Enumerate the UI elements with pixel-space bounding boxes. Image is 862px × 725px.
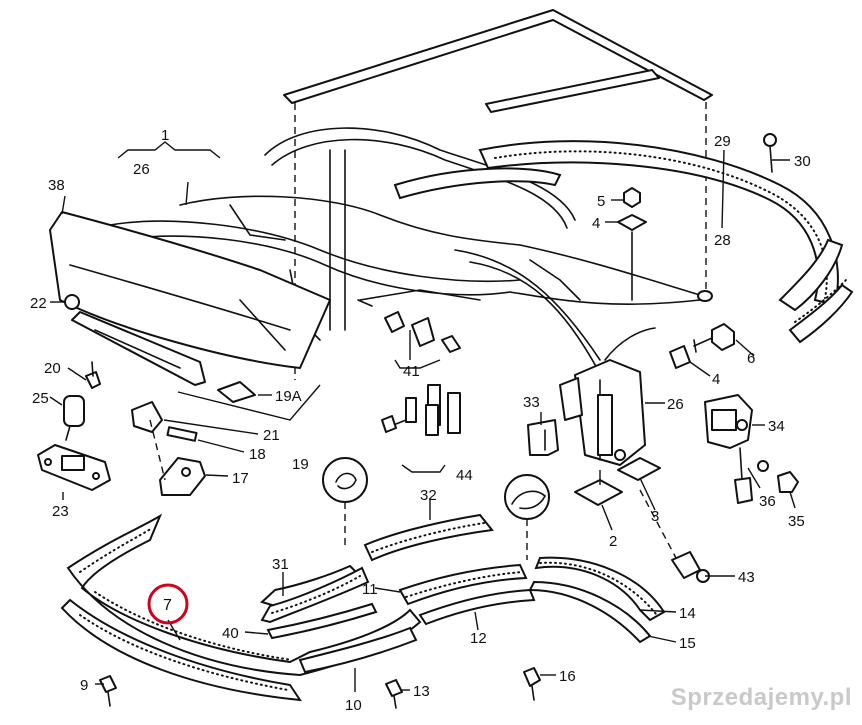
callout-41: 41	[403, 363, 420, 380]
callout-3: 3	[651, 508, 659, 525]
callout-36: 36	[759, 493, 776, 510]
highlight-ring	[147, 583, 189, 625]
callout-12: 12	[470, 630, 487, 647]
rear-seal	[393, 140, 854, 344]
callout-30: 30	[794, 153, 811, 170]
callout-7: 7	[163, 597, 172, 614]
callout-labels: 1 26 38 22 20 25 23 19A 21 18 17 19 41 4…	[30, 127, 811, 714]
callout-17: 17	[232, 470, 249, 487]
lower-seals	[60, 133, 777, 709]
right-mechanism	[527, 187, 735, 583]
watermark-logo: Sprzedajemy.pl	[670, 684, 852, 711]
callout-31: 31	[272, 556, 289, 573]
callout-13: 13	[413, 683, 430, 700]
callout-35: 35	[788, 513, 805, 530]
callout-43: 43	[738, 569, 755, 586]
callout-10: 10	[345, 697, 362, 714]
callout-26-top: 26	[133, 161, 150, 178]
callout-11: 11	[362, 581, 378, 598]
callout-26-right: 26	[667, 396, 684, 413]
callout-18: 18	[249, 446, 266, 463]
callout-14: 14	[679, 605, 696, 622]
callout-34: 34	[768, 418, 785, 435]
callout-2: 2	[609, 533, 617, 550]
callout-21: 21	[263, 427, 280, 444]
callout-25: 25	[32, 390, 49, 407]
callout-32: 32	[420, 487, 437, 504]
callout-5: 5	[597, 193, 605, 210]
latch-assembly	[704, 394, 799, 504]
callout-33: 33	[523, 394, 540, 411]
callout-1: 1	[161, 127, 169, 144]
callout-16: 16	[559, 668, 576, 685]
callout-28: 28	[714, 232, 731, 249]
callout-29: 29	[714, 133, 731, 150]
callout-19: 19	[292, 456, 309, 473]
callout-22: 22	[30, 295, 47, 312]
callout-20: 20	[44, 360, 61, 377]
callout-9: 9	[80, 677, 88, 694]
callout-44: 44	[456, 467, 473, 484]
callout-6: 6	[747, 350, 755, 367]
callout-23: 23	[52, 503, 69, 520]
callout-38: 38	[48, 177, 65, 194]
roof-frame	[109, 9, 713, 380]
callout-19a: 19A	[275, 388, 302, 405]
callout-15: 15	[679, 635, 696, 652]
left-assembly	[37, 211, 331, 496]
callout-40: 40	[222, 625, 239, 642]
callout-4-top: 4	[592, 215, 600, 232]
leader-lines	[49, 141, 796, 692]
callout-4-right: 4	[712, 371, 720, 388]
center-parts	[357, 299, 461, 436]
